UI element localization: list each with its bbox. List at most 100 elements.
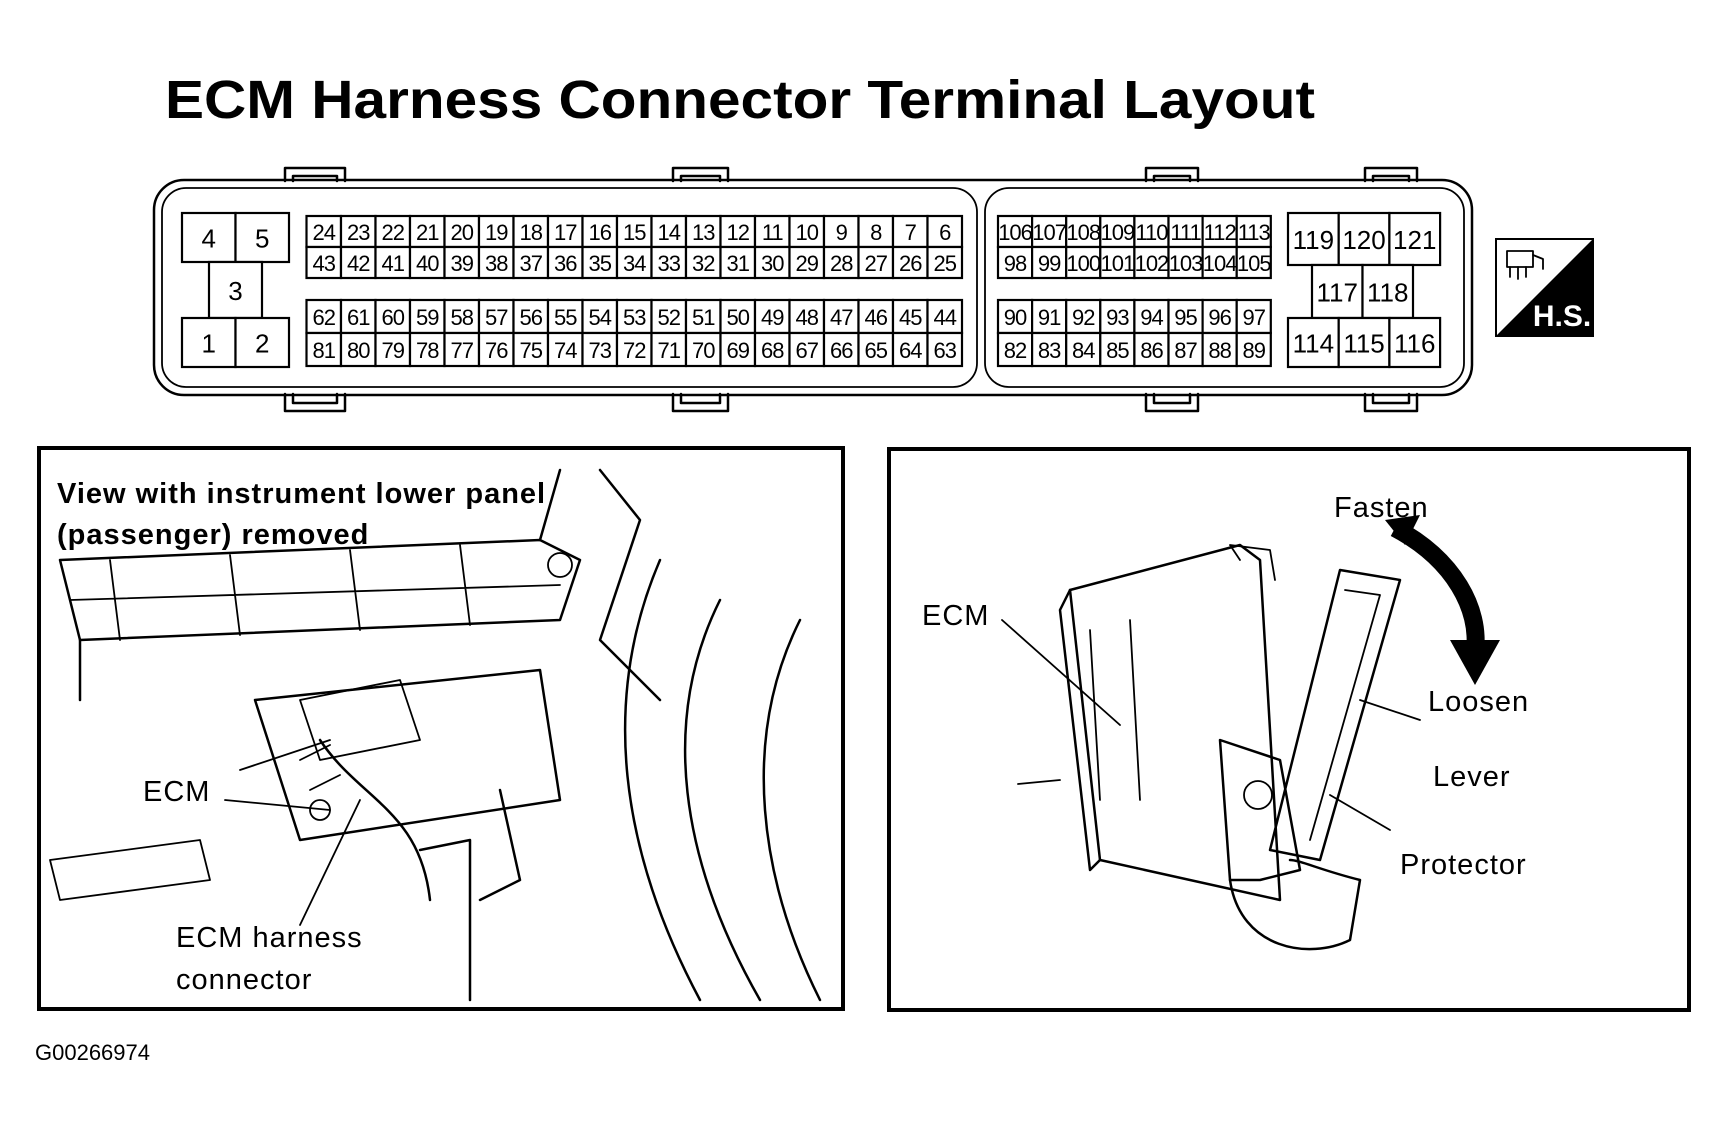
terminal-number: 36 xyxy=(554,251,577,276)
ecm-label-left: ECM xyxy=(143,776,210,808)
terminal: 5 xyxy=(234,211,291,264)
terminal-number: 121 xyxy=(1393,225,1436,255)
terminal-number: 23 xyxy=(347,220,370,245)
housing-tab-bottom xyxy=(283,392,347,413)
terminal: 121 xyxy=(1388,211,1442,267)
terminal-number: 72 xyxy=(623,338,646,363)
terminal: 21 xyxy=(408,214,446,249)
terminal-number: 82 xyxy=(1004,338,1027,363)
terminal-number: 5 xyxy=(255,224,269,254)
terminal: 78 xyxy=(408,331,446,368)
terminal-number: 107 xyxy=(1032,220,1066,245)
terminal-number: 32 xyxy=(692,251,715,276)
terminal-number: 64 xyxy=(899,338,922,363)
terminal-number: 109 xyxy=(1100,220,1134,245)
terminal-number: 118 xyxy=(1367,278,1408,308)
fasten-label: Fasten xyxy=(1334,492,1429,524)
terminal: 22 xyxy=(374,214,412,249)
terminal: 109 xyxy=(1099,214,1136,249)
terminal-number: 86 xyxy=(1140,338,1163,363)
terminal: 51 xyxy=(684,298,722,335)
harness-label-line2: connector xyxy=(176,964,312,996)
terminal-number: 52 xyxy=(658,305,681,330)
terminal-number: 8 xyxy=(870,220,882,245)
housing-tab-top xyxy=(1144,166,1200,183)
terminal: 41 xyxy=(374,245,412,280)
terminal-number: 1 xyxy=(202,329,216,359)
terminal: 101 xyxy=(1099,245,1136,280)
terminal: 92 xyxy=(1065,298,1102,335)
terminal: 16 xyxy=(581,214,619,249)
terminal: 17 xyxy=(546,214,584,249)
terminal: 54 xyxy=(581,298,619,335)
terminal-number: 111 xyxy=(1170,220,1201,245)
terminal: 13 xyxy=(684,214,722,249)
terminal-number: 57 xyxy=(485,305,508,330)
terminal: 74 xyxy=(546,331,584,368)
terminal: 59 xyxy=(408,298,446,335)
left-panel-illustration: View with instrument lower panel (passen… xyxy=(37,446,845,1011)
terminal-number: 37 xyxy=(520,251,543,276)
terminal-number: 6 xyxy=(939,220,951,245)
terminal-number: 88 xyxy=(1208,338,1231,363)
housing-tab-top xyxy=(283,166,347,183)
terminal-number: 39 xyxy=(451,251,474,276)
terminal-number: 4 xyxy=(202,224,216,254)
terminal: 46 xyxy=(857,298,895,335)
terminal: 75 xyxy=(512,331,550,368)
terminal-number: 66 xyxy=(830,338,853,363)
terminal: 28 xyxy=(822,245,860,280)
terminal: 120 xyxy=(1337,211,1391,267)
terminal-number: 34 xyxy=(623,251,646,276)
terminal: 113 xyxy=(1235,214,1272,249)
terminal-number: 115 xyxy=(1343,329,1384,359)
terminal-number: 103 xyxy=(1169,251,1203,276)
harness-label-line1: ECM harness xyxy=(176,922,363,954)
terminal: 18 xyxy=(512,214,550,249)
terminal: 116 xyxy=(1388,316,1442,369)
terminal-number: 81 xyxy=(313,338,336,363)
terminal: 9 xyxy=(822,214,860,249)
terminal-number: 116 xyxy=(1394,329,1435,359)
terminal: 108 xyxy=(1065,214,1102,249)
terminal-number: 7 xyxy=(905,220,917,245)
terminal: 76 xyxy=(477,331,515,368)
terminal-number: 120 xyxy=(1342,225,1385,255)
terminal: 44 xyxy=(926,298,964,335)
terminal-number: 89 xyxy=(1243,338,1266,363)
terminal: 23 xyxy=(339,214,377,249)
terminal-number: 96 xyxy=(1208,305,1231,330)
terminal-number: 18 xyxy=(520,220,543,245)
terminal-number: 45 xyxy=(899,305,922,330)
terminal-number: 87 xyxy=(1174,338,1197,363)
terminal-number: 61 xyxy=(347,305,370,330)
terminal-number: 59 xyxy=(416,305,439,330)
terminal: 110 xyxy=(1133,214,1170,249)
terminal-number: 62 xyxy=(313,305,336,330)
terminal-number: 44 xyxy=(934,305,957,330)
terminal-number: 71 xyxy=(658,338,681,363)
terminal: 83 xyxy=(1030,331,1068,368)
terminal: 60 xyxy=(374,298,412,335)
terminal-number: 55 xyxy=(554,305,577,330)
terminal: 43 xyxy=(305,245,343,280)
terminal: 103 xyxy=(1167,245,1204,280)
terminal: 117 xyxy=(1310,263,1364,320)
terminal: 12 xyxy=(719,214,757,249)
terminal-number: 92 xyxy=(1072,305,1095,330)
terminal: 119 xyxy=(1286,211,1340,267)
terminal-number: 43 xyxy=(313,251,336,276)
terminal: 89 xyxy=(1235,331,1272,368)
terminal-number: 108 xyxy=(1066,220,1100,245)
terminal: 87 xyxy=(1167,331,1204,368)
terminal-number: 67 xyxy=(796,338,819,363)
terminal: 29 xyxy=(788,245,826,280)
terminal: 50 xyxy=(719,298,757,335)
terminal: 105 xyxy=(1235,245,1272,280)
terminal-number: 13 xyxy=(692,220,715,245)
terminal: 26 xyxy=(891,245,929,280)
terminal: 7 xyxy=(891,214,929,249)
terminal-number: 48 xyxy=(796,305,819,330)
terminal: 2 xyxy=(234,316,291,369)
